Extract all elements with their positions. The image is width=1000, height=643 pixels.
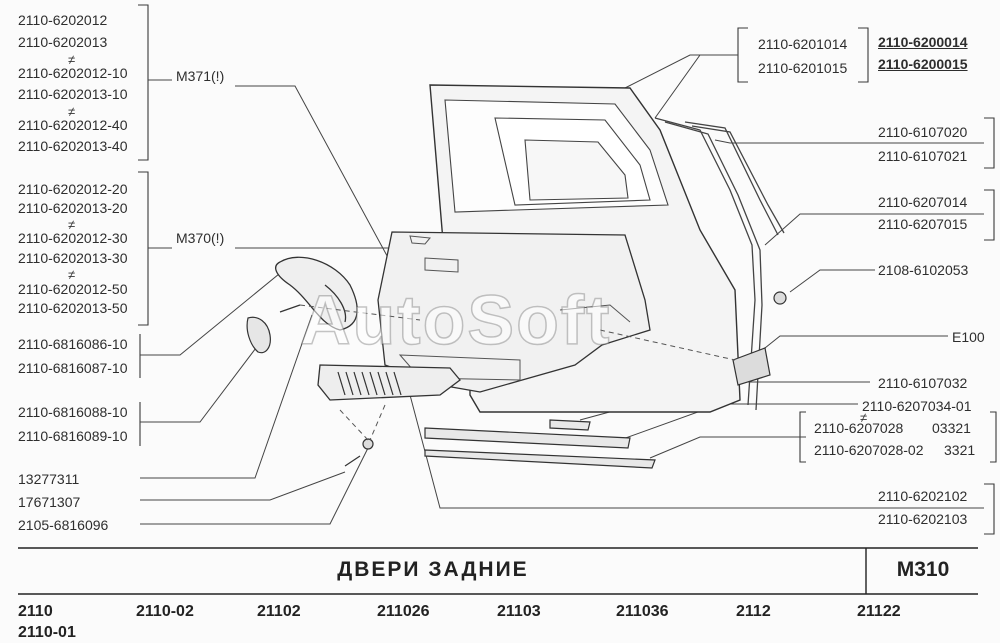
bracket-group-1 xyxy=(138,4,149,161)
part-number: 2110-6202103 xyxy=(878,511,968,527)
inner-handle xyxy=(275,256,358,331)
part-number: 2110-6202012-30 xyxy=(18,230,128,246)
bracket-seal-side xyxy=(984,189,995,241)
not-equal-symbol: ≠ xyxy=(860,410,868,425)
part-number: 2110-6202012 xyxy=(18,12,108,28)
part-number: 2110-6816087-10 xyxy=(18,360,128,376)
door-trim-panel xyxy=(377,231,651,393)
page-title: ДВЕРИ ЗАДНИЕ xyxy=(337,558,529,581)
watermark: AutoSoft xyxy=(299,280,612,360)
part-number: 2110-6816086-10 xyxy=(18,336,128,352)
model-label: 211036 xyxy=(616,603,669,620)
handle-cover xyxy=(246,316,271,354)
not-equal-symbol: ≠ xyxy=(68,217,76,232)
bracket-frame-a xyxy=(737,27,748,83)
part-number: 2108-6102053 xyxy=(878,262,969,278)
part-number-suffix: 3321 xyxy=(944,442,976,458)
footer-title-row: ДВЕРИ ЗАДНИЕ M310 xyxy=(0,548,1000,594)
clip-nut xyxy=(362,438,374,450)
part-number: 2110-6107020 xyxy=(878,124,968,140)
page-code: M310 xyxy=(896,558,950,581)
part-number: 2110-6207028 xyxy=(814,420,904,436)
part-number: 13277311 xyxy=(18,471,80,487)
not-equal-symbol: ≠ xyxy=(68,52,76,67)
part-number: 2110-6207014 xyxy=(878,194,968,210)
model-label: 211026 xyxy=(377,603,430,620)
part-number: 2110-6202012-20 xyxy=(18,181,128,197)
bracket-group-2 xyxy=(138,171,149,326)
part-number: 2110-6202012-40 xyxy=(18,117,128,133)
bracket-frame-a-close xyxy=(858,27,869,83)
bracket-moulding-close xyxy=(990,411,997,463)
note-label: M370(!) xyxy=(176,230,225,246)
part-number: 2110-6202013-30 xyxy=(18,250,128,266)
plastic-clip xyxy=(773,291,787,305)
window-seals xyxy=(654,117,785,411)
part-number: 2110-6202013 xyxy=(18,34,108,50)
part-number: 2110-6202012-10 xyxy=(18,65,128,81)
part-number: 2110-6201014 xyxy=(758,36,848,52)
model-label: 2110-01 xyxy=(18,624,76,641)
door-window xyxy=(444,99,669,213)
part-number-suffix: 03321 xyxy=(932,420,971,436)
part-number: 2110-6202013-50 xyxy=(18,300,128,316)
model-label: 21102 xyxy=(257,603,301,620)
part-number: E100 xyxy=(952,329,985,345)
model-label: 2110 xyxy=(18,603,53,620)
model-label: 21122 xyxy=(857,603,901,620)
model-label: 21103 xyxy=(497,603,541,620)
not-equal-symbol: ≠ xyxy=(68,267,76,282)
part-number: 2110-6207028-02 xyxy=(814,442,924,458)
bracket-seal-upper xyxy=(984,117,995,169)
part-number: 2105-6816096 xyxy=(18,517,109,533)
part-number: 2110-6207015 xyxy=(878,216,968,232)
part-number: 2110-6816088-10 xyxy=(18,404,128,420)
screw-2 xyxy=(344,455,361,467)
part-number: 17671307 xyxy=(18,494,81,510)
leader-lines xyxy=(140,54,984,525)
part-number: 2110-6202013-10 xyxy=(18,86,128,102)
armrest-grille xyxy=(337,371,402,396)
lamp-e100 xyxy=(732,347,771,386)
not-equal-symbol: ≠ xyxy=(68,104,76,119)
part-number: 2110-6816089-10 xyxy=(18,428,128,444)
part-number: 2110-6107021 xyxy=(878,148,968,164)
part-number: 2110-6202013-40 xyxy=(18,138,128,154)
model-label: 2112 xyxy=(736,603,771,620)
bracket-trim xyxy=(984,483,995,535)
part-number: 2110-6207034-01 xyxy=(862,398,972,414)
model-label: 2110-02 xyxy=(136,603,194,620)
part-number: 2110-6202013-20 xyxy=(18,200,128,216)
lower-mouldings xyxy=(424,419,656,469)
part-number: 2110-6200015 xyxy=(878,56,968,72)
note-label: M371(!) xyxy=(176,68,225,84)
part-number: 2110-6201015 xyxy=(758,60,848,76)
part-number: 2110-6200014 xyxy=(878,34,968,50)
part-number: 2110-6202102 xyxy=(878,488,968,504)
part-number: 2110-6202012-50 xyxy=(18,281,128,297)
screw xyxy=(279,304,301,313)
part-number: 2110-6107032 xyxy=(878,375,968,391)
